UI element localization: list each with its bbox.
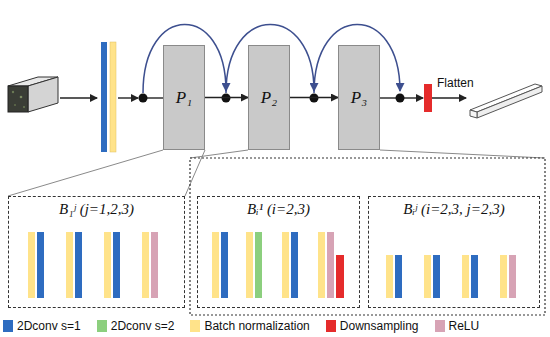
legend: 2Dconv s=1 2Dconv s=2 Batch normalization D… [3, 319, 479, 333]
stage-label: P₂ [261, 88, 277, 108]
layer-bars [212, 232, 344, 298]
legend-label: 2Dconv s=1 [17, 319, 81, 333]
legend-swatch [3, 320, 13, 332]
stage-label: P₁ [176, 88, 192, 108]
flow-arrow [432, 97, 466, 98]
stage-label: P₃ [351, 88, 367, 108]
flow-connector [205, 97, 248, 98]
layer-bars [386, 255, 516, 298]
legend-swatch [190, 320, 200, 332]
legend-swatch [435, 320, 445, 332]
enclosure [190, 158, 545, 315]
junction-dot [139, 94, 148, 103]
junction-dot [396, 94, 405, 103]
legend-item: 2Dconv s=2 [97, 319, 175, 333]
zoom-line [380, 150, 545, 158]
flow-line [147, 97, 163, 98]
legend-swatch [326, 320, 336, 332]
block-title: B₁ʲ (j=1,2,3) [59, 201, 134, 218]
legend-item: Batch normalization [190, 319, 309, 333]
legend-label: ReLU [449, 319, 480, 333]
block-group: B₁ʲ (j=1,2,3) [8, 196, 185, 308]
legend-item: Downsampling [326, 319, 419, 333]
legend-item: 2Dconv s=1 [3, 319, 81, 333]
input-block [8, 77, 58, 112]
block-group: Bᵢ¹ (i=2,3) [197, 196, 360, 308]
output-vector [470, 84, 542, 118]
legend-label: Batch normalization [204, 319, 309, 333]
conv-bar [101, 42, 107, 152]
zoom-line [8, 150, 163, 196]
stage-box: P₁ [163, 45, 205, 150]
legend-swatch [97, 320, 107, 332]
layer-bars [28, 232, 158, 298]
stage-box: P₃ [338, 45, 380, 150]
legend-label: Downsampling [340, 319, 419, 333]
downsampling-bar [424, 84, 432, 112]
flow-arrow [118, 97, 138, 98]
legend-item: ReLU [435, 319, 480, 333]
step-label: Flatten [437, 76, 474, 90]
legend-label: 2Dconv s=2 [111, 319, 175, 333]
block-group: Bᵢʲ (i=2,3, j=2,3) [368, 196, 540, 308]
flow-arrow [60, 97, 97, 98]
flow-connector [290, 97, 338, 98]
stage-box: P₂ [248, 45, 290, 150]
flow-arrow [404, 97, 423, 98]
block-title: Bᵢʲ (i=2,3, j=2,3) [403, 201, 504, 218]
bn-bar [110, 42, 116, 152]
block-title: Bᵢ¹ (i=2,3) [247, 201, 310, 218]
zoom-line [190, 150, 248, 158]
